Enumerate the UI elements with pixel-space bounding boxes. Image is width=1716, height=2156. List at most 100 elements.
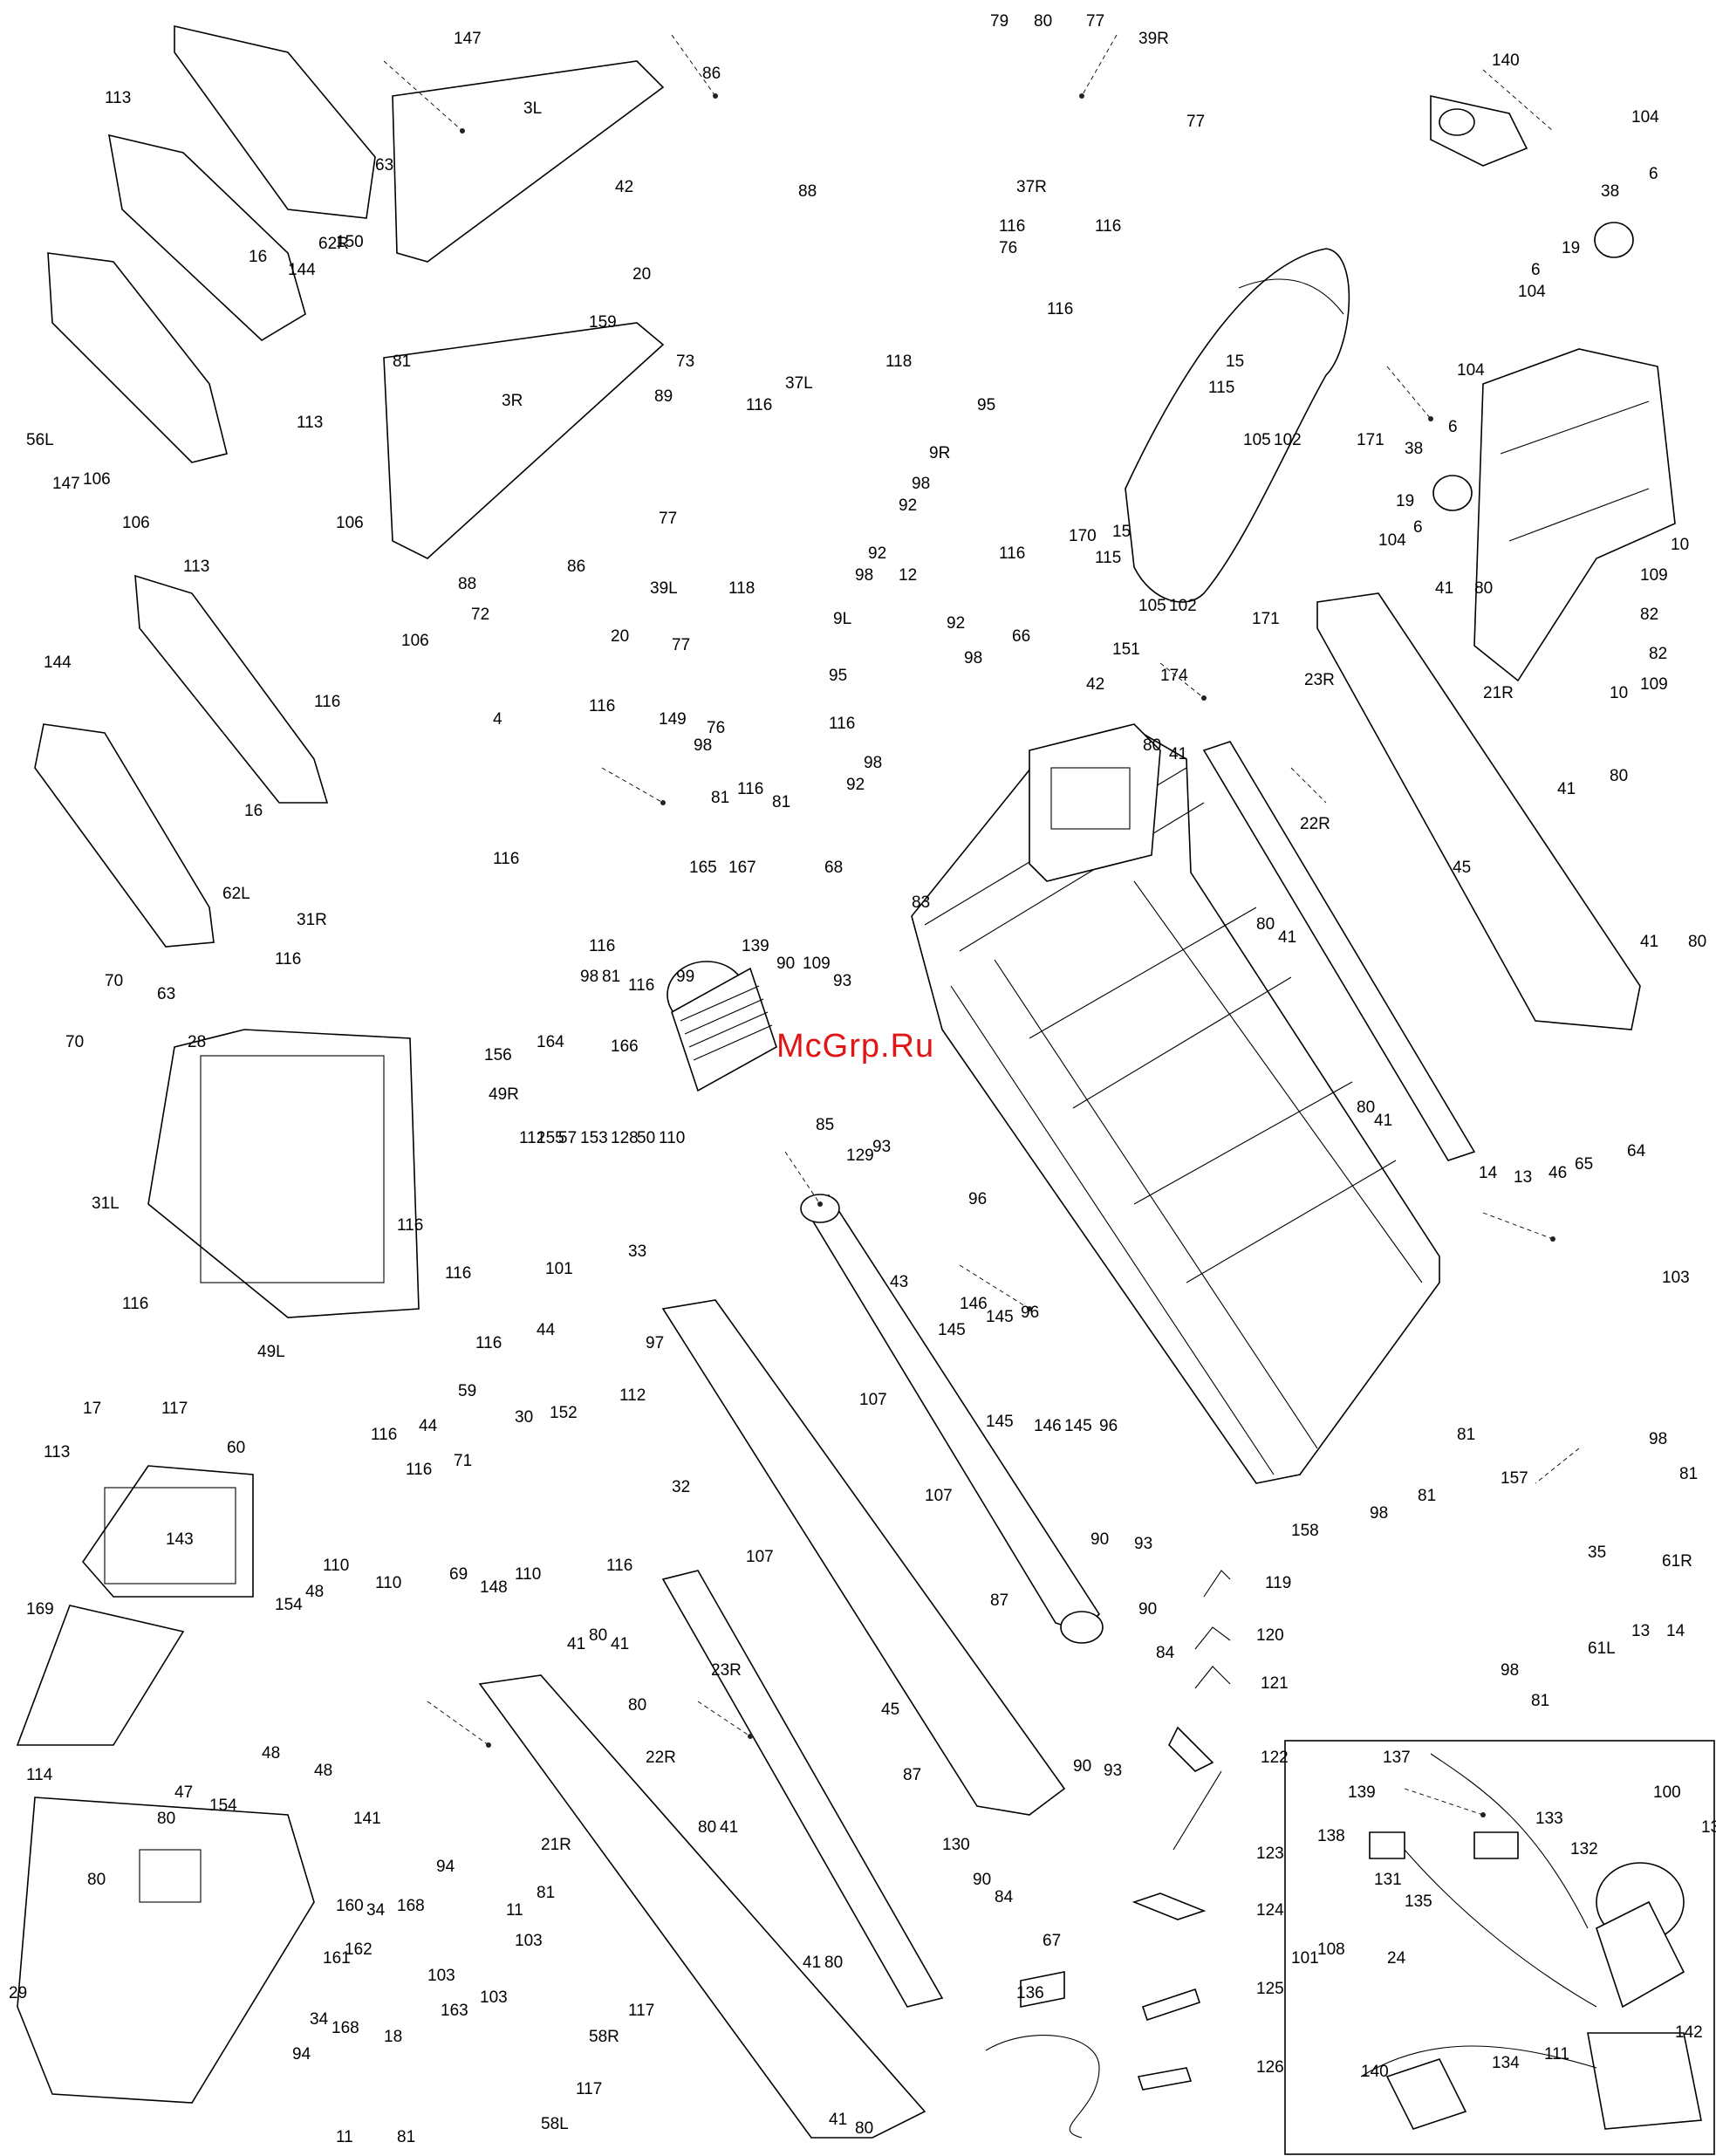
callout: 94 [292,2045,311,2064]
callout: 103 [1662,1269,1690,1287]
callout: 20 [632,265,651,284]
callout: 101 [545,1260,573,1278]
callout: 43 [890,1273,908,1291]
callout: 92 [846,776,865,794]
callout: 101 [1291,1949,1319,1968]
callout: 79 [990,12,1008,31]
callout: 139 [1701,1818,1716,1837]
callout: 98 [1501,1661,1519,1680]
callout: 6 [1649,165,1658,183]
callout: 166 [611,1037,639,1056]
callout: 113 [44,1443,70,1461]
lift-motor [1430,95,1528,167]
callout: 86 [567,558,585,576]
callout: 80 [855,2119,873,2138]
callout: 104 [1518,283,1546,301]
callout: 110 [515,1565,541,1584]
callout: 80 [1357,1099,1375,1117]
callout: 96 [1099,1417,1118,1435]
callout: 146 [1034,1417,1062,1435]
callout: 102 [1169,597,1197,615]
deck-rollers [661,1194,1104,1816]
callout: 128 [611,1129,639,1147]
callout: 147 [454,30,482,48]
callout: 86 [702,65,721,83]
callout: 141 [353,1810,381,1828]
callout: 116 [314,693,340,711]
inset-electrical [1360,1753,1702,2130]
callout: 81 [1531,1692,1549,1710]
callout: 174 [1160,667,1188,685]
callout: 116 [999,217,1025,236]
callout: 80 [157,1810,175,1828]
callout: 58R [589,2028,619,2046]
callout: 85 [816,1116,834,1134]
callout: 164 [537,1033,564,1051]
callout: 134 [1492,2054,1520,2072]
fasteners [460,93,1555,1817]
callout: 80 [1143,736,1161,755]
callout: 115 [1095,549,1121,567]
callout: 159 [589,313,617,332]
callout: 144 [44,654,72,672]
bottom-cover [17,1797,315,2104]
callout: 116 [397,1216,423,1235]
callout: 81 [1418,1487,1436,1505]
callout: 69 [449,1565,468,1584]
side-rail-left [478,1570,944,2139]
callout: 31L [92,1194,120,1213]
callout: 77 [1086,12,1104,31]
callout: 109 [803,955,831,973]
callout: 10 [1610,684,1628,702]
callout: 34 [366,1901,386,1920]
callout: 117 [576,2080,602,2098]
motor-hood [1125,248,1350,603]
callout: 44 [537,1321,556,1339]
callout: 113 [297,414,323,432]
callout: 162 [345,1940,373,1959]
callout: 132 [1570,1840,1598,1858]
callout: 129 [846,1146,874,1165]
console-parts [34,24,665,948]
power-cord [985,1971,1100,2139]
callout: 9L [833,610,851,628]
callout: 120 [1256,1626,1284,1645]
callout: 118 [885,352,912,371]
callout: 106 [83,470,111,489]
callout: 41 [1374,1112,1392,1130]
callout: 35 [1588,1543,1606,1562]
callout: 3R [502,392,523,410]
callout: 90 [1138,1600,1157,1619]
callout: 93 [1104,1762,1122,1780]
callout: 10 [1671,536,1689,554]
callout: 118 [728,579,755,598]
callout: 163 [441,2002,468,2020]
callout: 90 [973,1871,991,1889]
callout: 106 [401,632,429,650]
callout: 67 [1043,1932,1061,1950]
callout: 107 [859,1391,887,1409]
callout: 49R [489,1085,519,1104]
callout: 84 [995,1888,1014,1906]
callout: 104 [1378,531,1406,550]
callout: 113 [105,89,131,107]
callout: 23R [1304,671,1335,689]
callout: 83 [912,893,930,912]
callout: 77 [672,636,690,654]
callout: 95 [977,396,995,414]
callout: 116 [475,1334,502,1352]
callout: 144 [288,261,316,279]
callout: 167 [728,859,756,877]
callout: 104 [1457,361,1485,380]
callout: 80 [1034,12,1052,31]
callout: 77 [1186,113,1205,131]
callout: 102 [1274,431,1302,449]
callout: 66 [1012,627,1030,646]
callout: 41 [1640,933,1658,951]
callout: 84 [1156,1644,1175,1662]
callout: 137 [1383,1749,1411,1767]
callout: 149 [659,710,687,729]
callout: 154 [209,1797,237,1815]
callout: 11 [336,2128,353,2146]
